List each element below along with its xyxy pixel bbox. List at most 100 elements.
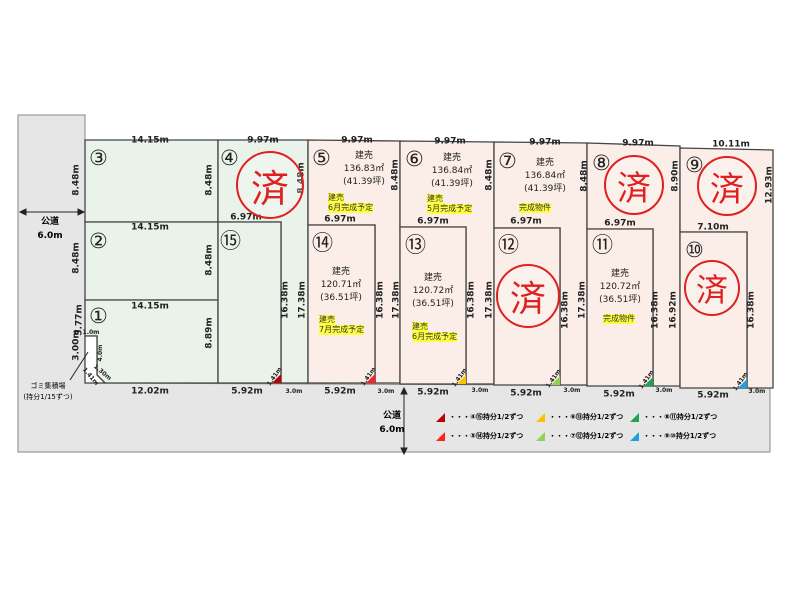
dimension-label: 14.15m — [131, 301, 169, 312]
dimension-label: 8.48m — [71, 164, 82, 196]
lot-type: 建売 — [354, 151, 374, 161]
dimension-label: 5.92m — [417, 387, 449, 398]
lot-number: ⑤ — [312, 146, 331, 170]
shared-corner-9-10 — [738, 379, 747, 388]
lot-tsubo: (41.39坪) — [343, 177, 385, 187]
dimension-label: 3.0m — [748, 388, 766, 395]
note-line: 建売 — [328, 193, 344, 203]
lot-5-info: 建売 136.83㎡ (41.39坪) — [343, 150, 385, 189]
dimension-label: 17.38m — [577, 281, 588, 319]
sold-stamp-lot-10: 済 — [684, 260, 740, 316]
legend-item: ・・・④⑮持分1/2ずつ — [436, 412, 523, 422]
lot-area: 120.72㎡ — [599, 282, 641, 292]
lot-11-note: 完成物件 — [603, 314, 635, 324]
lot-number: ② — [89, 229, 108, 253]
dimension-label: 8.90m — [670, 160, 681, 192]
lot-number: ① — [89, 304, 108, 328]
dimension-label: 6.97m — [510, 216, 542, 227]
dimension-label: 7.10m — [697, 222, 729, 233]
garbage-dim: 4.0m — [97, 344, 104, 362]
shared-corner-5-14 — [366, 374, 375, 383]
bottom-road-label: 公道 6.0m — [379, 409, 404, 437]
dimension-label: 9.97m — [247, 135, 279, 146]
dimension-label: 17.38m — [391, 281, 402, 319]
note-line: 建売 — [319, 315, 335, 325]
dimension-label: 8.48m — [484, 159, 495, 191]
lot-area: 136.84㎡ — [524, 171, 566, 181]
lot-7-note: 完成物件 — [519, 203, 551, 213]
lot-number: ⑮ — [220, 229, 241, 253]
dimension-label: 5.92m — [324, 386, 356, 397]
dimension-label: 5.92m — [231, 386, 263, 397]
lot-area: 136.83㎡ — [343, 164, 385, 174]
dimension-label: 6.97m — [230, 212, 262, 223]
legend-text: ・・・⑧⑪持分1/2ずつ — [643, 413, 718, 421]
dimension-label: 12.93m — [764, 166, 775, 204]
dimension-label: 10.11m — [712, 139, 750, 150]
legend-item: ・・・⑥⑬持分1/2ずつ — [536, 412, 623, 422]
left-road-label: 公道 6.0m — [37, 215, 62, 243]
dimension-label: 3.00m — [71, 329, 82, 361]
lot-number: ⑭ — [312, 231, 333, 255]
road-width: 6.0m — [37, 231, 63, 241]
dimension-label: 8.48m — [390, 159, 401, 191]
triangle-icon — [536, 431, 545, 441]
note-line: 7月完成予定 — [319, 325, 365, 335]
legend-text: ・・・⑥⑬持分1/2ずつ — [549, 413, 624, 421]
dimension-label: 6.97m — [324, 214, 356, 225]
dimension-label: 16.38m — [375, 281, 386, 319]
note-line: 5月完成予定 — [427, 204, 473, 214]
lot-7-info: 建売 136.84㎡ (41.39坪) — [524, 157, 566, 196]
dimension-label: 5.92m — [603, 389, 635, 400]
lot-type: 建売 — [610, 269, 630, 279]
triangle-icon — [436, 412, 445, 422]
legend-item: ・・・⑤⑭持分1/2ずつ — [436, 431, 523, 441]
dimension-label: 9.97m — [434, 136, 466, 147]
dimension-label: 16.38m — [280, 281, 291, 319]
triangle-icon — [436, 431, 445, 441]
garbage-name: ゴミ集積場 — [30, 382, 66, 390]
lot-type: 建売 — [535, 158, 555, 168]
note-line: 建売 — [412, 322, 428, 332]
lot-area: 136.84㎡ — [431, 166, 473, 176]
lot-tsubo: (36.51坪) — [320, 293, 362, 303]
lot-number: ⑨ — [685, 153, 704, 177]
dimension-label: 8.89m — [204, 317, 215, 349]
garbage-dim: 1.0m — [82, 329, 100, 336]
lot-type: 建売 — [423, 273, 443, 283]
sold-stamp-lot-9: 済 — [697, 156, 757, 216]
dimension-label: 9.97m — [529, 137, 561, 148]
road-name: 公道 — [382, 411, 402, 421]
triangle-icon — [536, 412, 545, 422]
sold-stamp-lot-4: 済 — [236, 151, 304, 219]
lot-number: ③ — [89, 146, 108, 170]
lot-number: ⑪ — [592, 233, 613, 257]
lot-number: ⑩ — [685, 238, 704, 262]
note-line: 6月完成予定 — [328, 203, 374, 213]
dimension-label: 12.02m — [131, 386, 169, 397]
dimension-label: 3.0m — [285, 388, 303, 395]
road-name: 公道 — [40, 217, 60, 227]
dimension-label: 16.92m — [668, 291, 679, 329]
lot-tsubo: (36.51坪) — [412, 299, 454, 309]
dimension-label: 17.38m — [484, 281, 495, 319]
dimension-label: 8.48m — [204, 164, 215, 196]
lot-tsubo: (41.39坪) — [431, 179, 473, 189]
lot-tsubo: (41.39坪) — [524, 184, 566, 194]
road-width: 6.0m — [379, 425, 405, 435]
legend-text: ・・・⑦⑫持分1/2ずつ — [549, 432, 624, 440]
legend-text: ・・・⑨⑩持分1/2ずつ — [643, 432, 717, 440]
triangle-icon — [630, 431, 639, 441]
dimension-label: 8.48m — [71, 242, 82, 274]
shared-corner-4-15 — [272, 374, 281, 383]
dimension-label: 8.48m — [579, 160, 590, 192]
dimension-label: 16.38m — [466, 281, 477, 319]
dimension-label: 8.48m — [204, 244, 215, 276]
lot-area: 120.71㎡ — [320, 280, 362, 290]
note-line: 建売 — [427, 194, 443, 204]
